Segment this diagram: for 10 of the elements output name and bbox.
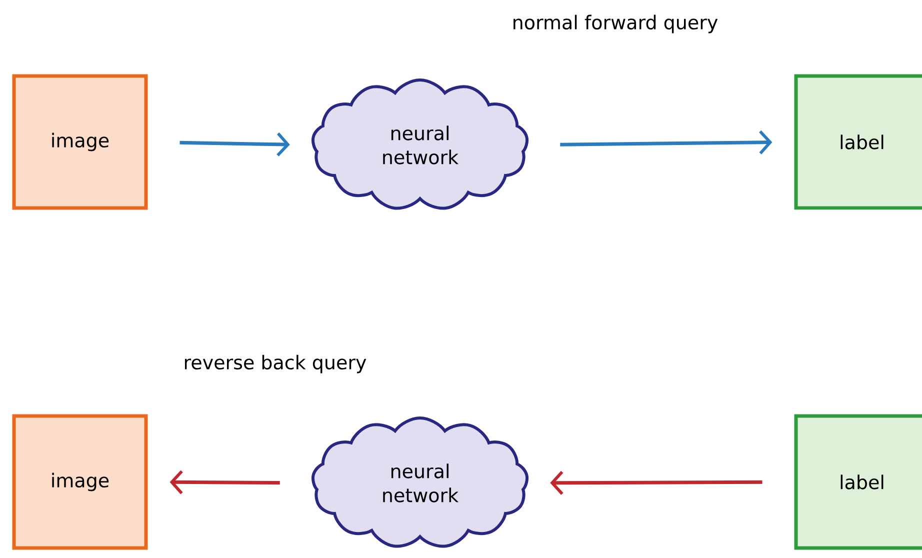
caption-text: reverse back query — [184, 354, 366, 374]
output-box: label — [794, 414, 922, 550]
process-box: image — [12, 414, 148, 550]
process-box: image — [12, 74, 148, 210]
arrow — [180, 132, 290, 156]
arrow — [170, 470, 280, 494]
output-box: label — [794, 74, 922, 210]
arrow — [560, 130, 772, 154]
caption-text: normal forward query — [514, 14, 718, 34]
arrow — [550, 470, 762, 495]
